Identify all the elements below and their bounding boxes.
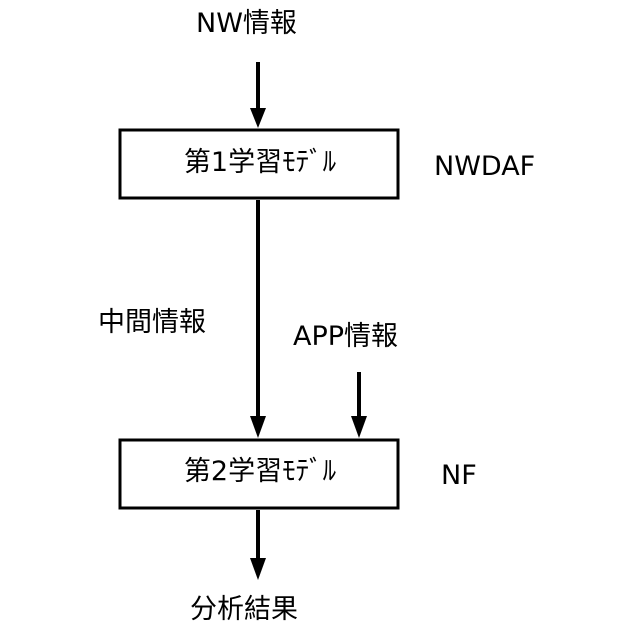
app-info-label: APP情報 — [293, 323, 398, 350]
arrow-app-to-model2 — [351, 372, 367, 438]
model2-label: 第2学習ﾓﾃﾞﾙ — [120, 458, 400, 485]
intermediate-info-label: 中間情報 — [98, 309, 206, 336]
analysis-result-label: 分析結果 — [190, 596, 298, 623]
nw-info-label: NW情報 — [196, 10, 297, 37]
arrow-model2-to-result — [250, 510, 266, 580]
arrow-nw-to-model1 — [250, 62, 266, 128]
model1-label: 第1学習ﾓﾃﾞﾙ — [120, 149, 400, 176]
arrow-model1-to-model2 — [250, 200, 266, 438]
model1-location-label: NWDAF — [434, 153, 535, 180]
model2-location-label: NF — [441, 462, 477, 489]
